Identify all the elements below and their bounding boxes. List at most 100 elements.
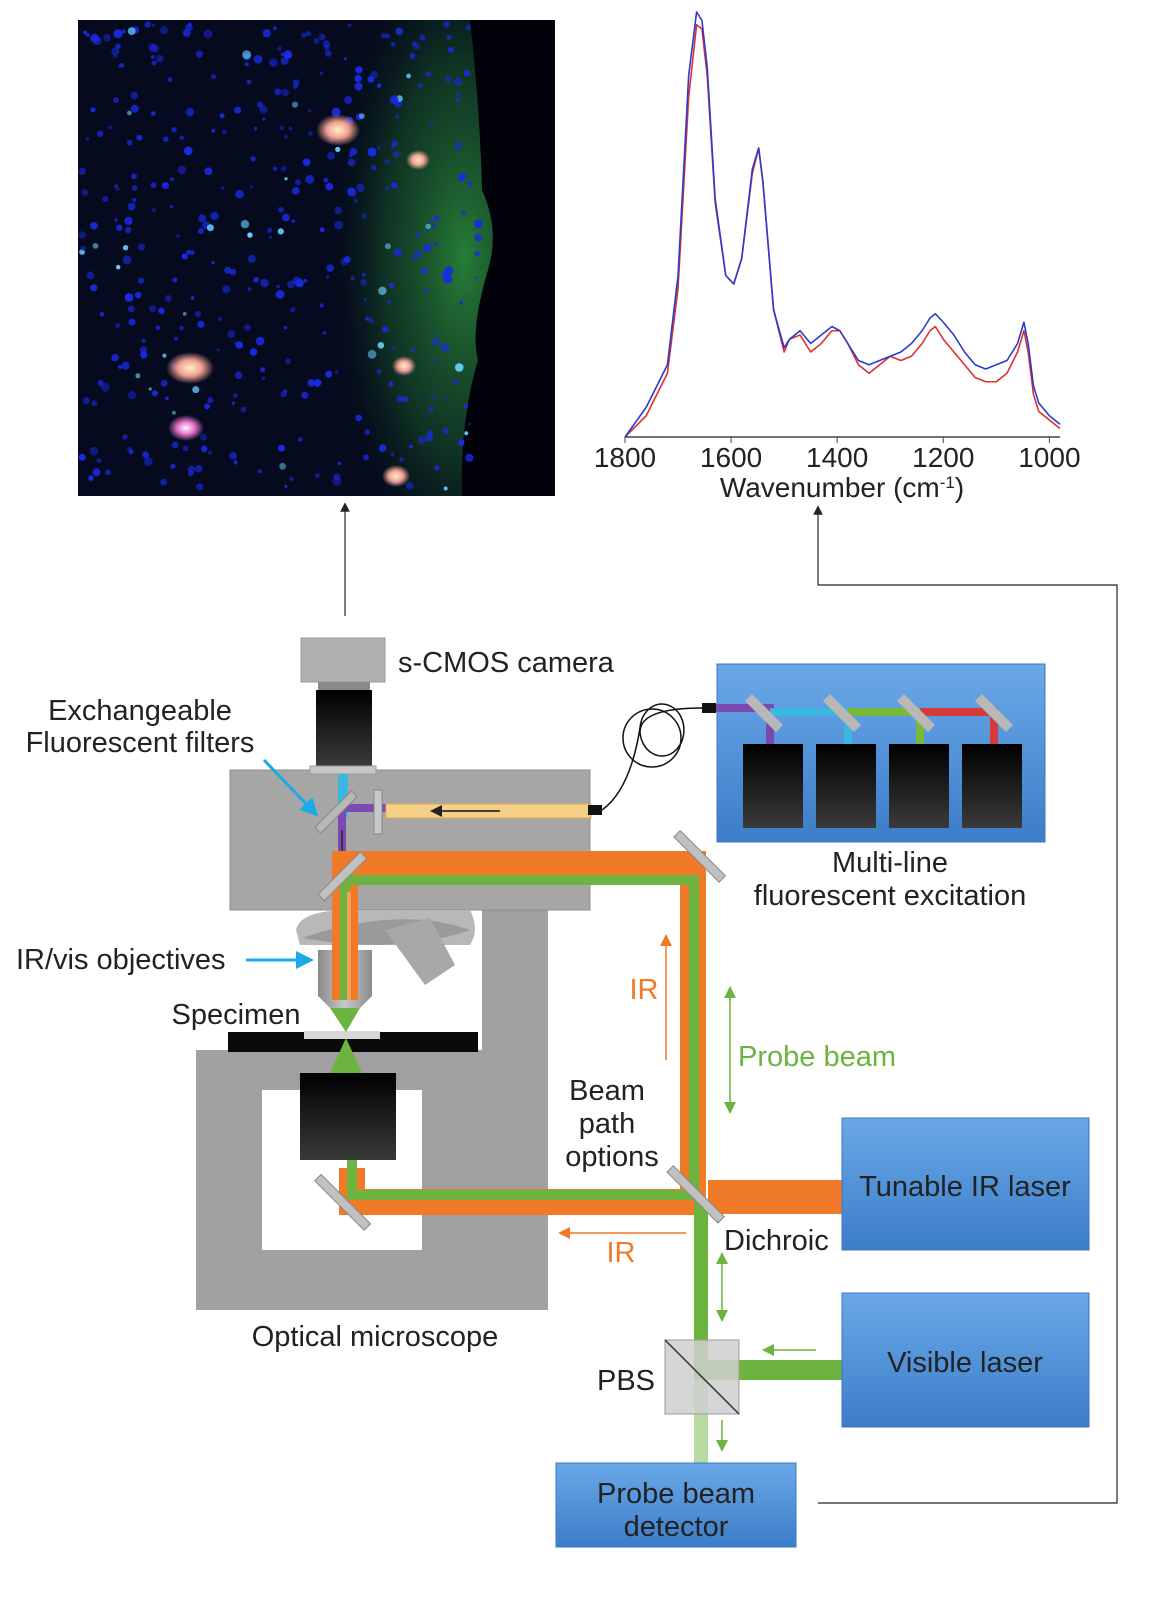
nucleus-dot: [392, 151, 400, 159]
ir-label-upper: IR: [630, 974, 659, 1006]
nucleus-dot: [305, 174, 315, 184]
nucleus-dot: [322, 40, 330, 48]
nucleus-dot: [144, 21, 152, 28]
nucleus-dot: [434, 465, 440, 471]
nucleus-dot: [127, 27, 136, 35]
nucleus-dot: [131, 185, 138, 191]
nucleus-dot: [169, 204, 173, 209]
nucleus-dot: [161, 182, 170, 190]
nucleus-dot: [291, 219, 296, 224]
nucleus-dot: [207, 450, 212, 455]
nucleus-dot: [418, 83, 423, 88]
nucleus-dot: [90, 107, 96, 113]
nucleus-dot: [165, 396, 169, 401]
nucleus-dot: [128, 449, 134, 455]
beam-path-label-line3: options: [565, 1141, 659, 1173]
nucleus-dot: [127, 391, 137, 400]
nucleus-dot: [253, 54, 263, 64]
nucleus-dot: [141, 338, 146, 343]
nucleus-dot: [196, 483, 204, 491]
nucleus-dot: [274, 88, 282, 96]
nucleus-dot: [272, 166, 278, 171]
nucleus-dot: [284, 484, 288, 488]
filters-pointer-arrow: [262, 758, 319, 817]
nucleus-dot: [301, 391, 309, 399]
nucleus-dot: [285, 358, 291, 364]
nucleus-dot: [421, 268, 428, 274]
nucleus-dot: [344, 96, 353, 105]
nucleus-dot: [222, 285, 231, 294]
spectrum-series-blue: [624, 11, 1061, 438]
nucleus-dot: [376, 145, 382, 150]
nucleus-dot: [344, 57, 347, 61]
nucleus-dot: [459, 300, 464, 305]
nucleus-dot: [242, 50, 252, 60]
nucleus-dot: [218, 317, 222, 321]
nucleus-dot: [262, 117, 266, 121]
nucleus-dot: [456, 92, 461, 97]
nucleus-dot: [277, 228, 284, 235]
nucleus-dot: [335, 146, 341, 152]
nucleus-dot: [160, 478, 167, 486]
nucleus-dot: [354, 82, 363, 91]
nucleus-dot: [307, 109, 312, 113]
nucleus-dot: [155, 54, 164, 63]
nucleus-dot: [190, 296, 195, 300]
x-tick-label: 1800: [594, 442, 656, 473]
x-tick-label: 1400: [806, 442, 868, 473]
nucleus-dot: [182, 312, 187, 316]
nucleus-dot: [464, 431, 469, 436]
nucleus-dot: [189, 250, 195, 256]
nucleus-dot: [367, 76, 375, 83]
nucleus-dot: [171, 127, 177, 133]
nucleus-dot: [305, 30, 312, 37]
nucleus-dot: [234, 106, 242, 114]
nucleus-dot: [443, 486, 448, 491]
ir-label-lower: IR: [607, 1237, 636, 1269]
nucleus-dot: [350, 276, 355, 281]
nucleus-dot: [269, 235, 272, 239]
nucleus-dot: [425, 223, 431, 230]
nucleus-dot: [257, 469, 262, 474]
nucleus-dot: [322, 331, 327, 335]
nucleus-dot: [390, 452, 395, 457]
nucleus-dot: [384, 159, 390, 164]
nucleus-dot: [279, 462, 286, 470]
nucleus-dot: [418, 436, 427, 444]
nucleus-dot: [431, 338, 440, 346]
nucleus-dot: [197, 320, 205, 328]
nucleus-dot: [444, 75, 452, 83]
nucleus-dot: [384, 243, 391, 250]
nucleus-dot: [363, 454, 369, 461]
nucleus-dot: [277, 206, 284, 213]
nucleus-dot: [292, 79, 300, 86]
nucleus-dot: [391, 144, 395, 149]
nucleus-dot: [148, 387, 152, 391]
nucleus-dot: [279, 125, 284, 131]
nucleus-dot: [127, 202, 136, 211]
optical-microscope: [196, 637, 591, 1310]
nucleus-dot: [465, 453, 474, 462]
nucleus-dot: [260, 367, 266, 373]
x-tick-label: 1200: [912, 442, 974, 473]
detector-label-line1: Probe beam: [597, 1478, 755, 1510]
nucleus-dot: [126, 110, 132, 116]
nucleus-dot: [454, 77, 463, 87]
nucleus-dot: [280, 52, 285, 57]
nucleus-dot: [425, 228, 430, 233]
nucleus-dot: [429, 221, 433, 225]
multiline-label-line2: fluorescent excitation: [754, 880, 1026, 912]
nucleus-dot: [468, 422, 472, 426]
nucleus-dot: [103, 34, 111, 42]
nucleus-dot: [269, 58, 278, 67]
nucleus-dot: [280, 165, 287, 172]
nucleus-dot: [151, 390, 158, 397]
nucleus-dot: [253, 276, 259, 283]
nucleus-dot: [347, 23, 352, 28]
nucleus-dot: [211, 128, 216, 133]
nucleus-dot: [206, 224, 214, 232]
nucleus-dot: [200, 445, 208, 453]
nucleus-dot: [138, 243, 145, 251]
nucleus-dot: [426, 434, 434, 442]
nucleus-dot: [319, 227, 325, 233]
